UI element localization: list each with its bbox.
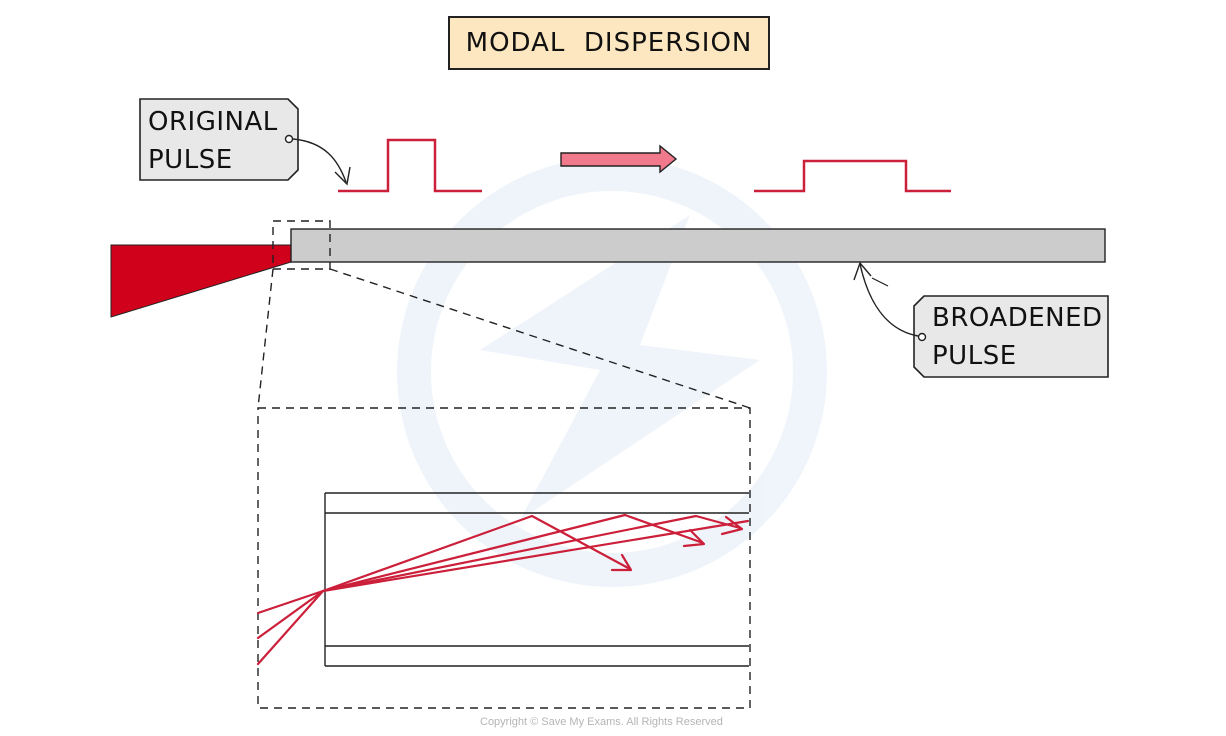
incoming-ray-1 — [256, 589, 325, 615]
ray-axial — [321, 519, 750, 593]
broadened-pulse-tag — [913, 295, 1109, 378]
broadened-pulse-label-line1: BROADENED — [932, 303, 1103, 333]
direction-arrow-icon — [560, 144, 678, 174]
magnified-fibre — [324, 492, 749, 667]
original-pulse-tag — [139, 98, 299, 181]
broadened-pulse-label: BROADENED PULSE — [932, 299, 1103, 375]
zoom-line-left — [257, 268, 274, 409]
ray-mid-angle-head — [682, 528, 706, 548]
magnified-view-frame — [257, 407, 751, 709]
ray-low-angle-head — [720, 515, 744, 536]
broadened-pointer-tick — [871, 277, 889, 287]
ray-high-angle — [321, 514, 632, 593]
light-cone — [110, 244, 292, 318]
broadened-pulse-waveform — [754, 159, 951, 193]
broadened-pointer-head — [853, 261, 872, 281]
page-title: MODAL DISPERSION — [465, 28, 753, 58]
original-pulse-label-line1: ORIGINAL — [148, 107, 278, 137]
light-rays — [256, 513, 750, 666]
title-box: MODAL DISPERSION — [448, 16, 770, 70]
broadened-pointer-arrow — [859, 263, 919, 337]
broadened-pulse-label-line2: PULSE — [932, 341, 1017, 371]
original-pointer-head — [334, 166, 351, 186]
original-pulse-label-line2: PULSE — [148, 145, 233, 175]
incoming-ray-2 — [256, 589, 325, 640]
original-pulse-label: ORIGINAL PULSE — [148, 103, 278, 179]
copyright-notice: Copyright © Save My Exams. All Rights Re… — [480, 716, 723, 728]
incoming-ray-3 — [256, 589, 325, 666]
zoom-region-marker — [272, 220, 331, 270]
original-pulse-waveform — [338, 138, 482, 193]
optical-fibre — [290, 228, 1106, 263]
original-pointer-arrow — [292, 138, 347, 183]
zoom-line-right — [329, 268, 751, 409]
ray-high-angle-head — [610, 553, 633, 572]
